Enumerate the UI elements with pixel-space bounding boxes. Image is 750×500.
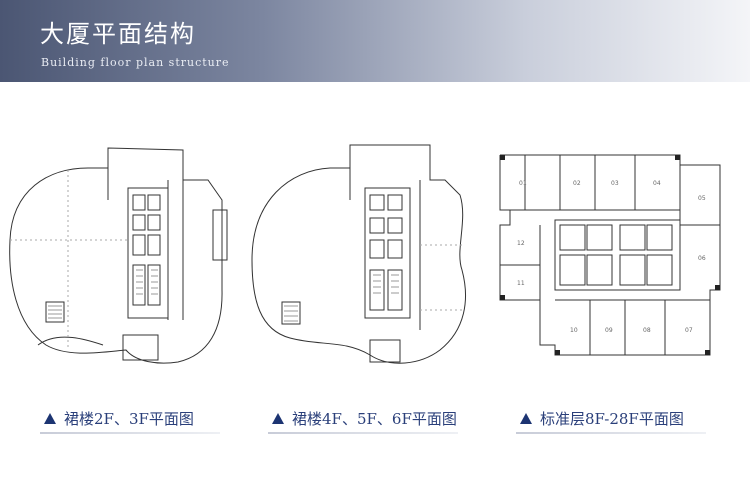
caption-underline [268, 432, 458, 434]
floor-plan-standard-8f-28f: 01 02 03 04 05 06 07 08 09 10 11 12 [495, 150, 745, 365]
unit-08-label: 08 [643, 327, 651, 334]
unit-09-label: 09 [605, 327, 613, 334]
caption-podium-4f-6f: 裙楼4F、5F、6F平面图 [272, 408, 457, 429]
floor-plan-drawing [9, 147, 228, 364]
floor-plan-podium-2f-3f [8, 140, 238, 370]
unit-03-label: 03 [611, 180, 619, 187]
triangle-icon [44, 413, 56, 424]
caption-underline [40, 432, 220, 434]
page-header: 大厦平面结构 Building floor plan structure [0, 0, 750, 82]
caption-underline [516, 432, 706, 434]
unit-10-label: 10 [570, 327, 578, 334]
unit-05-label: 05 [698, 195, 706, 202]
caption-standard-8f-28f: 标准层8F-28F平面图 [520, 408, 684, 429]
floor-plan-drawing [251, 144, 467, 364]
triangle-icon [520, 413, 532, 424]
unit-11-label: 11 [517, 280, 525, 287]
unit-06-label: 06 [698, 255, 706, 262]
floor-plan-podium-4f-6f [250, 140, 480, 370]
page-subtitle: Building floor plan structure [41, 56, 230, 69]
caption-podium-2f-3f: 裙楼2F、3F平面图 [44, 408, 194, 429]
unit-04-label: 04 [653, 180, 661, 187]
unit-12-label: 12 [517, 240, 525, 247]
triangle-icon [272, 413, 284, 424]
floor-plan-drawing: 01 02 03 04 05 06 07 08 09 10 11 12 [499, 154, 721, 356]
page-title: 大厦平面结构 [40, 20, 196, 48]
unit-07-label: 07 [685, 327, 693, 334]
unit-02-label: 02 [573, 180, 581, 187]
unit-01-label: 01 [519, 180, 527, 187]
